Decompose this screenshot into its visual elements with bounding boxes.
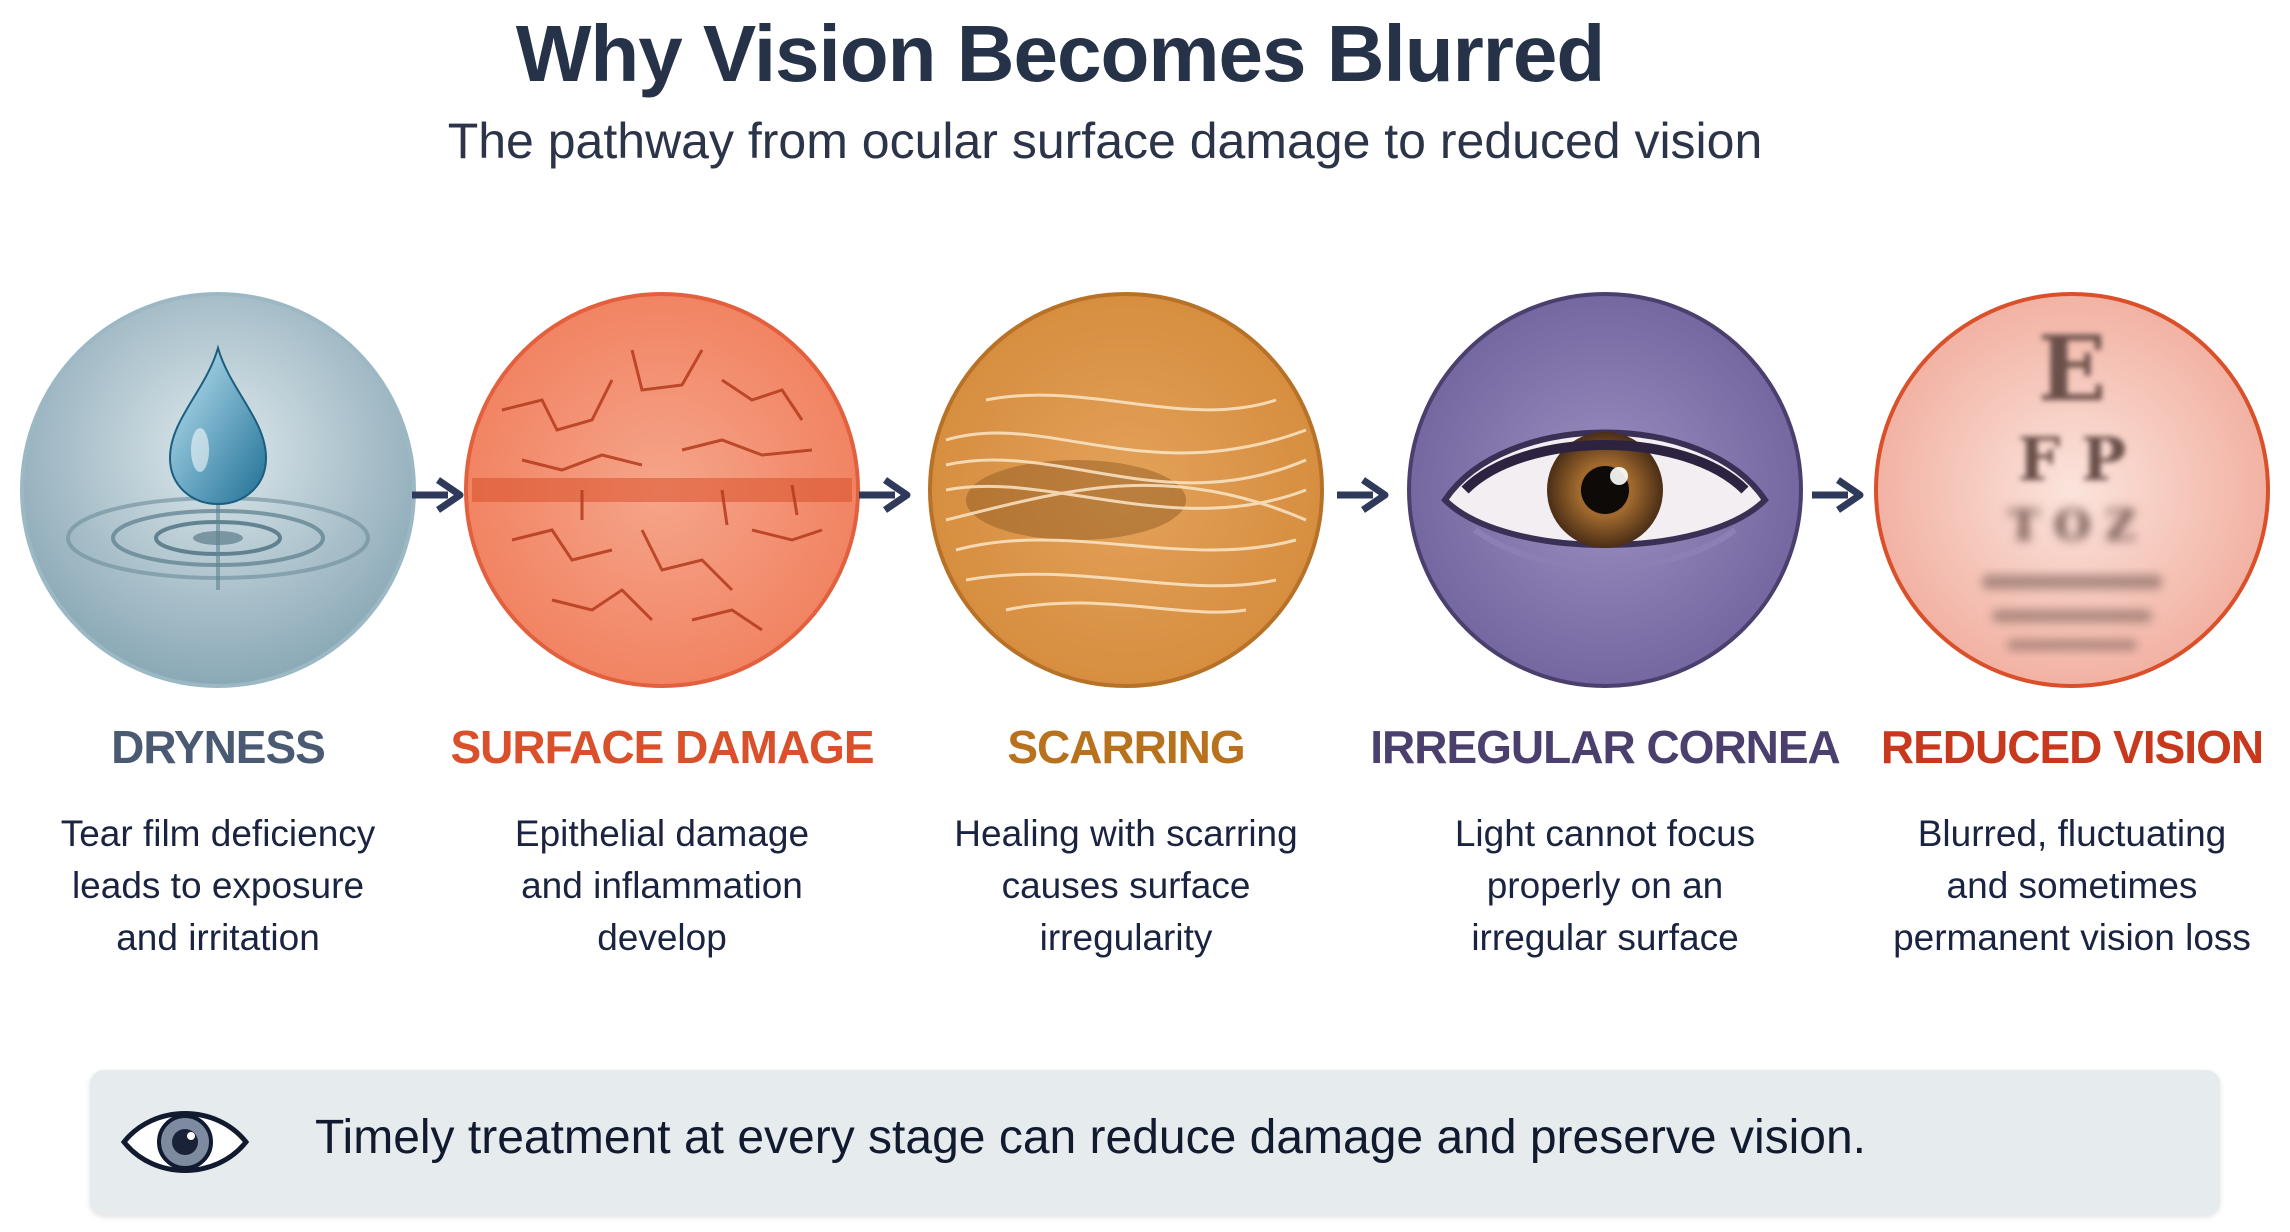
- stage-label: DRYNESS: [111, 721, 326, 773]
- page-title: Why Vision Becomes Blurred: [515, 9, 1605, 98]
- chart-letter-row: E: [2038, 316, 2107, 422]
- arrow-right-icon: [1337, 477, 1389, 513]
- blurred-eye-chart-icon: E F P T O Z: [1872, 290, 2272, 690]
- arrow-right-icon: [1812, 477, 1864, 513]
- stage-label: SURFACE DAMAGE: [450, 721, 874, 773]
- eye-outline-icon: [120, 1111, 250, 1173]
- chart-letter-row: T O Z: [2008, 501, 2136, 550]
- arrow-right-icon: [412, 477, 464, 513]
- cracked-surface-icon: [462, 290, 862, 690]
- stage-label: IRREGULAR CORNEA: [1370, 721, 1841, 773]
- arrow-right-icon: [859, 477, 911, 513]
- page-subtitle: The pathway from ocular surface damage t…: [447, 113, 1763, 169]
- scar-fibers-icon: [926, 290, 1326, 690]
- info-banner: Timely treatment at every stage can redu…: [90, 1070, 2220, 1215]
- stage-label: SCARRING: [1007, 721, 1245, 773]
- banner-message: Timely treatment at every stage can redu…: [315, 1111, 1866, 1164]
- stage-label: REDUCED VISION: [1880, 721, 2264, 773]
- eye-icon: [1405, 290, 1805, 690]
- water-drop-icon: [18, 290, 418, 690]
- chart-letter-row: F P: [2018, 425, 2127, 495]
